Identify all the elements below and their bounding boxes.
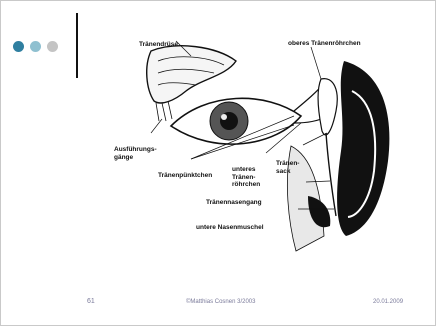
copyright-text: ©Matthias Cosnen 3/2003 [186, 299, 255, 305]
decorative-dots [13, 41, 58, 52]
label-traenennasengang: Tränennasengang [206, 199, 262, 207]
dot-light-blue [30, 41, 41, 52]
label-ausfuehrungsgaenge: Ausführungs- gänge [114, 146, 157, 161]
label-oberes-traenenroehrchen: oberes Tränenröhrchen [288, 40, 361, 48]
label-untere-nasenmuschel: untere Nasenmuschel [196, 224, 264, 232]
lacrimal-apparatus-illustration: Tränendrüse oberes Tränenröhrchen Ausfüh… [96, 21, 396, 271]
dot-gray [47, 41, 58, 52]
dot-dark-blue [13, 41, 24, 52]
label-traenensack: Tränen- sack [276, 160, 299, 175]
title-divider-line [76, 13, 78, 78]
label-unteres-traenenroehrchen: unteres Tränen- röhrchen [232, 166, 260, 189]
label-traenendruese: Tränendrüse [139, 41, 178, 49]
page-number: 61 [87, 298, 95, 305]
date-text: 20.01.2009 [373, 299, 403, 305]
label-traenenpuenktchen: Tränenpünktchen [158, 172, 212, 180]
